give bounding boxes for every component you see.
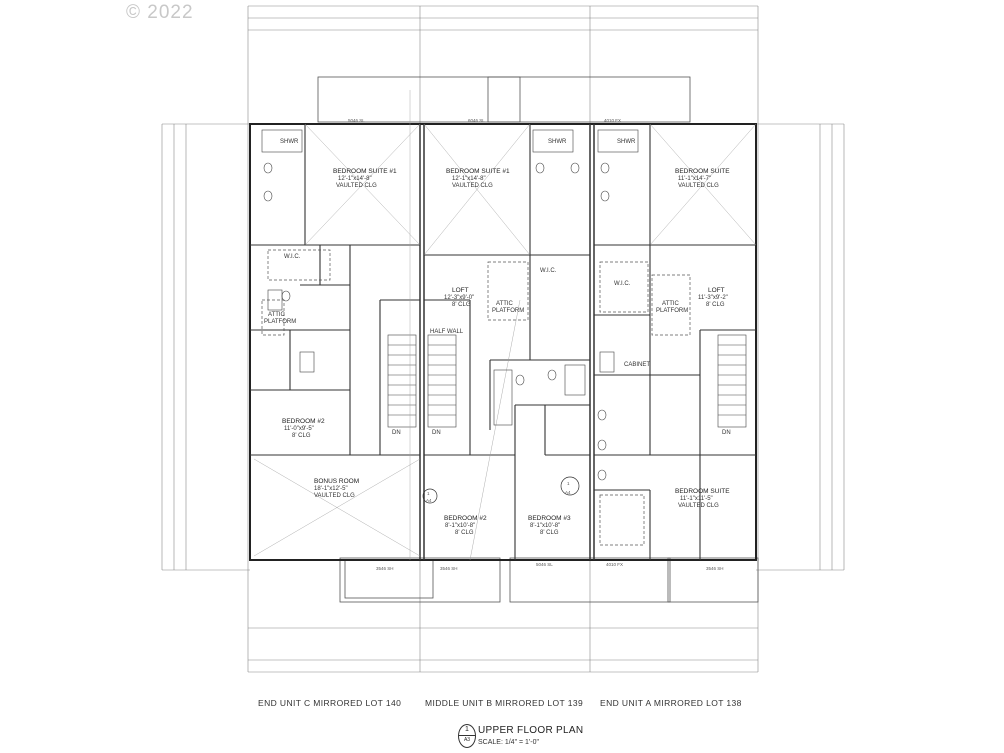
window-tag: 4010 FX (606, 562, 623, 567)
room-dim: 11'-1"x11'-5" (680, 496, 713, 502)
room-ceiling: 8' CLG (452, 302, 471, 308)
window-tag: 6046 SL (468, 118, 485, 123)
room-label: W.I.C. (614, 281, 631, 287)
window-tag: 3546 SH (376, 566, 394, 571)
svg-text:1: 1 (567, 481, 570, 486)
room-dim: 12'-3"x9'-0" (444, 295, 474, 301)
room-label: BEDROOM SUITE (675, 488, 730, 495)
room-ceiling: 8' CLG (455, 530, 474, 536)
room-dim: 11'-0"x9'-5" (284, 426, 314, 432)
room-dim: 8'-1"x10'-8" (445, 523, 475, 529)
room-ceiling: 8' CLG (292, 433, 311, 439)
room-ceiling: 8' CLG (706, 302, 725, 308)
window-tag: 4010 FX (604, 118, 621, 123)
window-tag: 5046 SL (536, 562, 553, 567)
window-tag: 3546 SH (706, 566, 724, 571)
room-label: BEDROOM SUITE (675, 168, 730, 175)
room-dim: 11'-3"x9'-2" (698, 295, 728, 301)
room-label: W.I.C. (540, 268, 557, 274)
room-label: ATTIC (268, 312, 286, 318)
room-label: BONUS ROOM (314, 478, 359, 485)
room-label: ATTIC (662, 301, 680, 307)
room-dim: 8'-1"x10'-8" (530, 523, 560, 529)
room-dim: 18'-1"x12'-5" (314, 486, 348, 492)
window-tag: 3546 SH (440, 566, 458, 571)
room-ceiling: 8' CLG (540, 530, 559, 536)
room-dim: 12'-1"x14'-8" (452, 176, 486, 182)
room-label: CABINET (624, 362, 650, 368)
room-label: LOFT (708, 287, 725, 294)
room-label: PLATFORM (656, 308, 688, 314)
room-label: BEDROOM #3 (528, 515, 571, 522)
svg-text:1: 1 (427, 491, 430, 496)
unit-b-label: MIDDLE UNIT B MIRRORED LOT 139 (425, 698, 584, 708)
room-dim: 11'-1"x14'-7" (678, 176, 711, 182)
drawing-title: UPPER FLOOR PLAN (478, 725, 584, 736)
room-label: BEDROOM SUITE #1 (333, 168, 397, 175)
room-label: PLATFORM (264, 319, 296, 325)
half-wall-label: HALF WALL (430, 329, 464, 335)
room-label: SHWR (617, 139, 636, 145)
unit-c-label: END UNIT C MIRRORED LOT 140 (258, 698, 402, 708)
room-label: PLATFORM (492, 308, 524, 314)
floor-plan-drawing: 1 A4 1 A4 BEDROOM SUITE #1 12'-1"x14'-8"… (161, 5, 845, 673)
room-label: SHWR (280, 139, 299, 145)
svg-text:A4: A4 (426, 498, 432, 503)
room-label: BEDROOM SUITE #1 (446, 168, 510, 175)
svg-text:A4: A4 (565, 490, 571, 495)
bubble-divider (459, 735, 475, 736)
room-label: BEDROOM #2 (444, 515, 487, 522)
drawing-scale: SCALE: 1/4" = 1'-0" (478, 739, 539, 746)
window-tag: 5046 SL (348, 118, 365, 123)
drawing-number-bubble: 1 A3 (458, 724, 476, 748)
unit-a-label: END UNIT A MIRRORED LOT 138 (600, 698, 742, 708)
room-label: ATTIC (496, 301, 514, 307)
room-ceiling: VAULTED CLG (678, 183, 719, 189)
room-label: SHWR (548, 139, 567, 145)
sheet-ref: A3 (463, 737, 471, 743)
stair-dn-label: DN (722, 430, 731, 436)
room-ceiling: VAULTED CLG (452, 183, 493, 189)
stair-dn-label: DN (432, 430, 441, 436)
room-dim: 12'-1"x14'-8" (338, 176, 372, 182)
drawing-number: 1 (465, 726, 469, 733)
room-ceiling: VAULTED CLG (336, 183, 377, 189)
copyright-watermark: © 2022 (126, 2, 194, 23)
room-label: LOFT (452, 287, 469, 294)
room-ceiling: VAULTED CLG (314, 493, 355, 499)
room-label: BEDROOM #2 (282, 418, 325, 425)
stair-dn-label: DN (392, 430, 401, 436)
room-ceiling: VAULTED CLG (678, 503, 719, 509)
room-label: W.I.C. (284, 254, 301, 260)
